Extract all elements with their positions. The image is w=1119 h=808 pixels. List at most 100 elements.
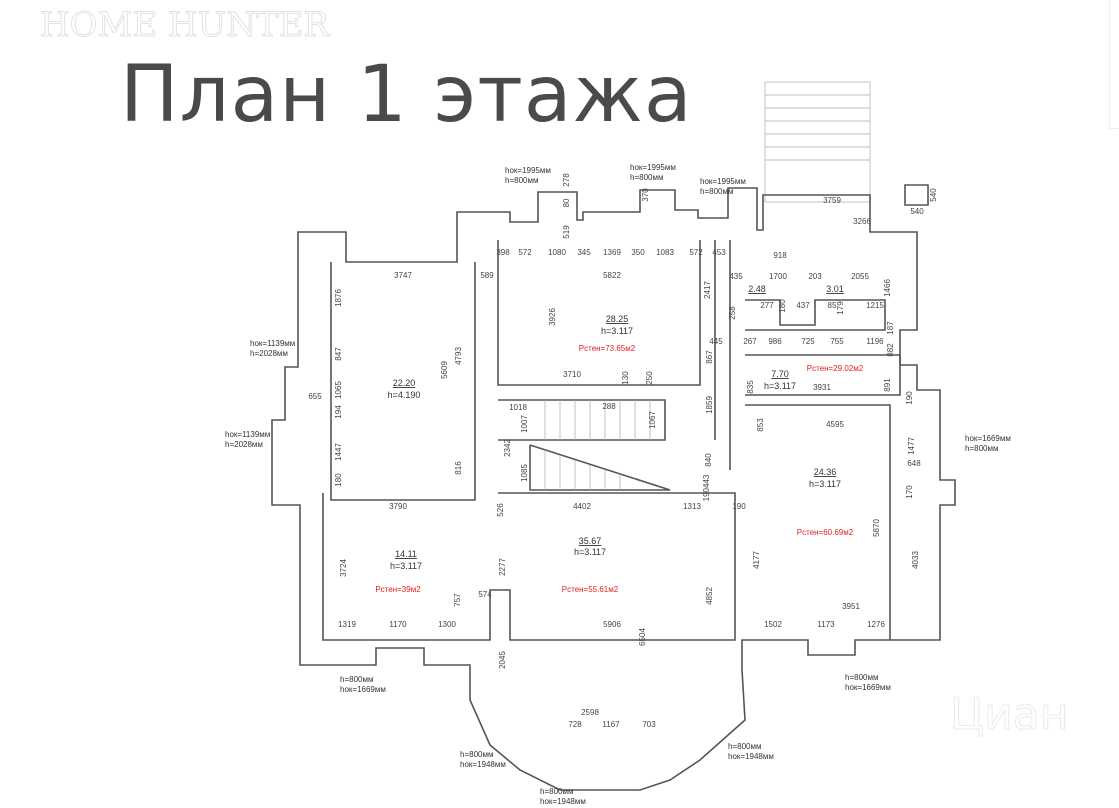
room-14-11: 14.11 h=3.117 Pстен=39м2 (375, 549, 422, 594)
window-note-line: hок=1995мм (700, 177, 746, 186)
room-22-20: 22.20 h=4.190 (388, 378, 421, 400)
room-height: h=4.190 (388, 390, 421, 400)
dimension-label: 5822 (603, 271, 621, 280)
dimension-label: 1085 (520, 464, 529, 482)
dimension-label: 453 (712, 248, 726, 257)
window-note-line: h=2028мм (225, 440, 263, 449)
room-wall-area: Pстен=73.65м2 (579, 344, 636, 353)
window-note-line: hок=1669мм (845, 683, 891, 692)
dimension-label: 725 (801, 337, 815, 346)
dimension-label: 187 (886, 321, 895, 335)
dimension-label: 4595 (826, 420, 844, 429)
window-note-line: hок=1139мм (225, 430, 270, 439)
dimension-label: 840 (704, 453, 713, 467)
dimension-label: 572 (689, 248, 703, 257)
dimension-label: 435 (729, 272, 743, 281)
dimension-label: 1018 (509, 403, 527, 412)
dimension-label: 1876 (334, 289, 343, 307)
dimension-label: 370 (641, 188, 650, 202)
room-3-01: 3.01 (826, 284, 844, 294)
dimension-label: 1080 (548, 248, 566, 257)
side-panel-edge (1109, 0, 1119, 129)
window-note-line: hок=1669мм (340, 685, 386, 694)
dimension-label: 574 (478, 590, 492, 599)
dimension-label: 203 (808, 272, 822, 281)
room-wall-area: Pстен=55.61м2 (562, 585, 619, 594)
dimension-label: 589 (480, 271, 494, 280)
dimension-label: 3266 (853, 217, 871, 226)
dimension-label: 757 (453, 593, 462, 607)
dimension-label: 1276 (867, 620, 885, 629)
room-35-67: 35.67 h=3.117 Pстен=55.61м2 (562, 536, 619, 594)
window-note-line: h=800мм (460, 750, 493, 759)
dimension-label: 3710 (563, 370, 581, 379)
dimension-label: 1215 (866, 301, 884, 310)
dimension-label: 85 (828, 301, 837, 310)
dimension-label: 180 (334, 473, 343, 487)
room-28-25: 28.25 h=3.117 Pстен=73.65м2 (579, 314, 636, 353)
dimension-label: 170 (905, 485, 914, 499)
dimension-label: 288 (602, 402, 616, 411)
dimension-label: 1859 (705, 396, 714, 414)
dimension-label: 540 (929, 188, 938, 202)
room-area: 22.20 (393, 378, 416, 388)
dimension-label: 572 (518, 248, 532, 257)
dimension-label: 80 (562, 198, 571, 207)
dimension-label: 847 (334, 347, 343, 361)
dimension-label: 3931 (813, 383, 831, 392)
dimension-label: 540 (910, 207, 924, 216)
dimension-label: 6504 (638, 628, 647, 646)
dimension-label: 267 (743, 337, 757, 346)
dimension-label: 816 (454, 461, 463, 475)
room-area: 28.25 (606, 314, 629, 324)
entrance-steps (764, 81, 871, 203)
dimension-label: 179 (836, 301, 845, 315)
window-note-line: hок=1948мм (540, 797, 586, 806)
dimension-label: 2342 (503, 439, 512, 457)
dimension-label: 190 (905, 391, 914, 405)
dimension-label: 1466 (883, 279, 892, 297)
dimension-label: 3747 (394, 271, 412, 280)
room-height: h=3.117 (601, 326, 633, 336)
room-area: 3.01 (826, 284, 844, 294)
dimension-label: 1083 (656, 248, 674, 257)
walls (271, 184, 956, 791)
dimension-label: 5870 (872, 519, 881, 537)
window-note-line: hок=1669мм (965, 434, 1011, 443)
dimension-label: 4793 (454, 347, 463, 365)
dimension-label: 1196 (866, 337, 884, 346)
room-7-70: 7.70 h=3.117 Pстен=29.02м2 (764, 364, 864, 391)
dimension-label: 1173 (817, 620, 835, 629)
room-2-48: 2.48 (748, 284, 766, 294)
dimension-label: 2417 (703, 281, 712, 299)
dimension-label: 277 (760, 301, 774, 310)
dimension-label: 703 (642, 720, 656, 729)
watermark-corner: Циан (950, 689, 1069, 740)
dimension-label: 1065 (334, 381, 343, 399)
dimension-label: 4177 (752, 551, 761, 569)
dimension-label: 3926 (548, 308, 557, 326)
dimension-label: 1319 (338, 620, 356, 629)
dimension-label: 130 (621, 371, 630, 385)
room-area: 35.67 (579, 536, 602, 546)
dimension-label: 526 (496, 503, 505, 517)
window-note-line: h=800мм (505, 176, 538, 185)
dimension-label: 278 (562, 173, 571, 187)
window-note-line: hок=1948мм (460, 760, 506, 769)
window-note-line: hок=1995мм (630, 163, 676, 172)
room-height: h=3.117 (764, 381, 796, 391)
room-area: 7.70 (771, 369, 789, 379)
dimension-label: 648 (907, 459, 921, 468)
dimension-label: 882 (886, 343, 895, 357)
dimension-label: 398 (496, 248, 510, 257)
dimension-label: 4402 (573, 502, 591, 511)
dimension-label: 1300 (438, 620, 456, 629)
dimension-label: 3790 (389, 502, 407, 511)
watermark-logo: HOME HUNTER (39, 5, 330, 45)
dimension-label: 1700 (769, 272, 787, 281)
dimension-label: 853 (756, 418, 765, 432)
dimension-label: 2598 (581, 708, 599, 717)
